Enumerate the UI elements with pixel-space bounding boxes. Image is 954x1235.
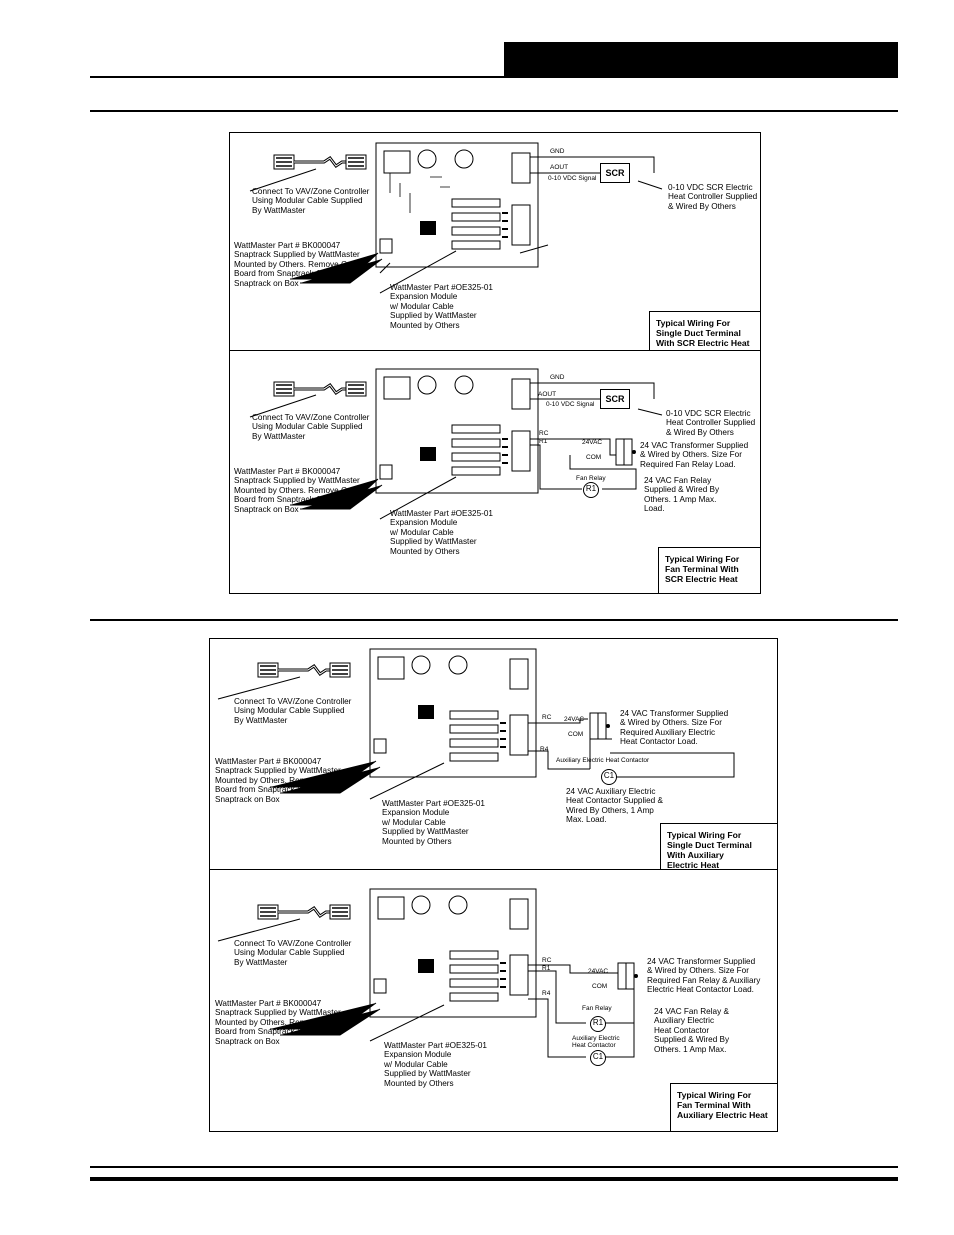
scr-box-2: SCR <box>600 389 630 409</box>
panel-aux: Connect To VAV/Zone Controller Using Mod… <box>209 638 778 1132</box>
r4-label-3: R4 <box>540 746 549 753</box>
caption-2: Typical Wiring For Fan Terminal With SCR… <box>658 547 760 593</box>
com-label-4: COM <box>592 983 608 990</box>
caption-1: Typical Wiring For Single Duct Terminal … <box>649 311 760 350</box>
transformer-symbol-2 <box>589 712 610 740</box>
header-bar <box>504 42 898 78</box>
control-board-2 <box>375 368 539 494</box>
snaptrack-label-4: WattMaster Part # BK000047 Snaptrack Sup… <box>215 999 349 1046</box>
control-board-4 <box>369 888 537 1018</box>
expansion-label-4: WattMaster Part #OE325-01 Expansion Modu… <box>384 1041 487 1088</box>
transformer-symbol <box>615 438 636 466</box>
r1-relay-circle-4: R1 <box>590 1016 606 1032</box>
com-label-3: COM <box>568 731 584 738</box>
expansion-label-3: WattMaster Part #OE325-01 Expansion Modu… <box>382 799 485 846</box>
com-label: COM <box>586 454 602 461</box>
modular-cable-4 <box>257 904 351 920</box>
rc-label-4: RC <box>542 957 552 964</box>
vac24-label-4: 24VAC <box>588 968 609 975</box>
snaptrack-label: WattMaster Part # BK000047 Snaptrack Sup… <box>234 241 368 288</box>
connect-label-3: Connect To VAV/Zone Controller Using Mod… <box>234 697 352 725</box>
gnd-label-2: GND <box>550 374 565 381</box>
modular-cable <box>273 154 367 170</box>
section-rule-1 <box>90 110 898 112</box>
relay-desc-4: 24 VAC Fan Relay & Auxiliary Electric He… <box>654 1007 730 1054</box>
panel-scr: Connect To VAV/Zone Controller Using Mod… <box>229 132 761 594</box>
aux-wiring-svg <box>217 648 735 1058</box>
section-rule-2 <box>90 619 898 621</box>
footer-rule-thick <box>90 1177 898 1181</box>
panel-divider <box>230 350 760 351</box>
r1-label: R1 <box>539 438 548 445</box>
connect-label: Connect To VAV/Zone Controller Using Mod… <box>252 187 370 215</box>
scr-desc: 0-10 VDC SCR Electric Heat Controller Su… <box>668 183 758 211</box>
contactor-desc-3: 24 VAC Auxiliary Electric Heat Contactor… <box>566 787 663 825</box>
r1-relay-circle: R1 <box>583 482 599 498</box>
fan-relay-label-4: Fan Relay <box>582 1005 612 1012</box>
aout-label: AOUT <box>550 164 569 171</box>
caption-3: Typical Wiring For Single Duct Terminal … <box>660 823 777 870</box>
footer-rule-thin <box>90 1166 898 1168</box>
transformer-symbol-3 <box>617 962 638 990</box>
gnd-label: GND <box>550 148 565 155</box>
modular-cable-3 <box>257 662 351 678</box>
vac24-label: 24VAC <box>582 439 603 446</box>
expansion-label: WattMaster Part #OE325-01 Expansion Modu… <box>390 283 493 330</box>
transformer-desc: 24 VAC Transformer Supplied & Wired by O… <box>640 441 749 469</box>
signal-label-2: 0-10 VDC Signal <box>546 401 595 408</box>
header-top-rule <box>90 76 504 78</box>
connect-label-4: Connect To VAV/Zone Controller Using Mod… <box>234 939 352 967</box>
control-board <box>375 142 539 268</box>
aout-label-2: AOUT <box>538 391 557 398</box>
control-board-3 <box>369 648 537 778</box>
c1-contactor-circle: C1 <box>601 769 617 785</box>
transformer-desc-4: 24 VAC Transformer Supplied & Wired by O… <box>647 957 761 995</box>
r4-label-4: R4 <box>542 990 551 997</box>
scr-wiring-svg <box>249 142 663 520</box>
fan-relay-label: Fan Relay <box>576 475 606 482</box>
rc-label: RC <box>539 430 549 437</box>
relay-desc: 24 VAC Fan Relay Supplied & Wired By Oth… <box>644 476 720 514</box>
caption-4: Typical Wiring For Fan Terminal With Aux… <box>670 1083 777 1131</box>
snaptrack-label-3: WattMaster Part # BK000047 Snaptrack Sup… <box>215 757 349 804</box>
snaptrack-label-2: WattMaster Part # BK000047 Snaptrack Sup… <box>234 467 368 514</box>
signal-label: 0-10 VDC Signal <box>548 175 597 182</box>
panel-divider-2 <box>210 869 777 870</box>
connect-label-2: Connect To VAV/Zone Controller Using Mod… <box>252 413 370 441</box>
contactor-label-4: Auxiliary Electric Heat Contactor <box>572 1035 620 1049</box>
transformer-desc-3: 24 VAC Transformer Supplied & Wired by O… <box>620 709 729 747</box>
r1-label-4: R1 <box>542 965 551 972</box>
scr-desc-2: 0-10 VDC SCR Electric Heat Controller Su… <box>666 409 756 437</box>
rc-label-3: RC <box>542 714 552 721</box>
c1-contactor-circle-4: C1 <box>590 1050 606 1066</box>
contactor-label-3: Auxiliary Electric Heat Contactor <box>556 757 650 764</box>
modular-cable-2 <box>273 381 367 397</box>
vac24-label-3: 24VAC <box>564 716 585 723</box>
scr-box: SCR <box>600 163 630 183</box>
expansion-label-2: WattMaster Part #OE325-01 Expansion Modu… <box>390 509 493 556</box>
